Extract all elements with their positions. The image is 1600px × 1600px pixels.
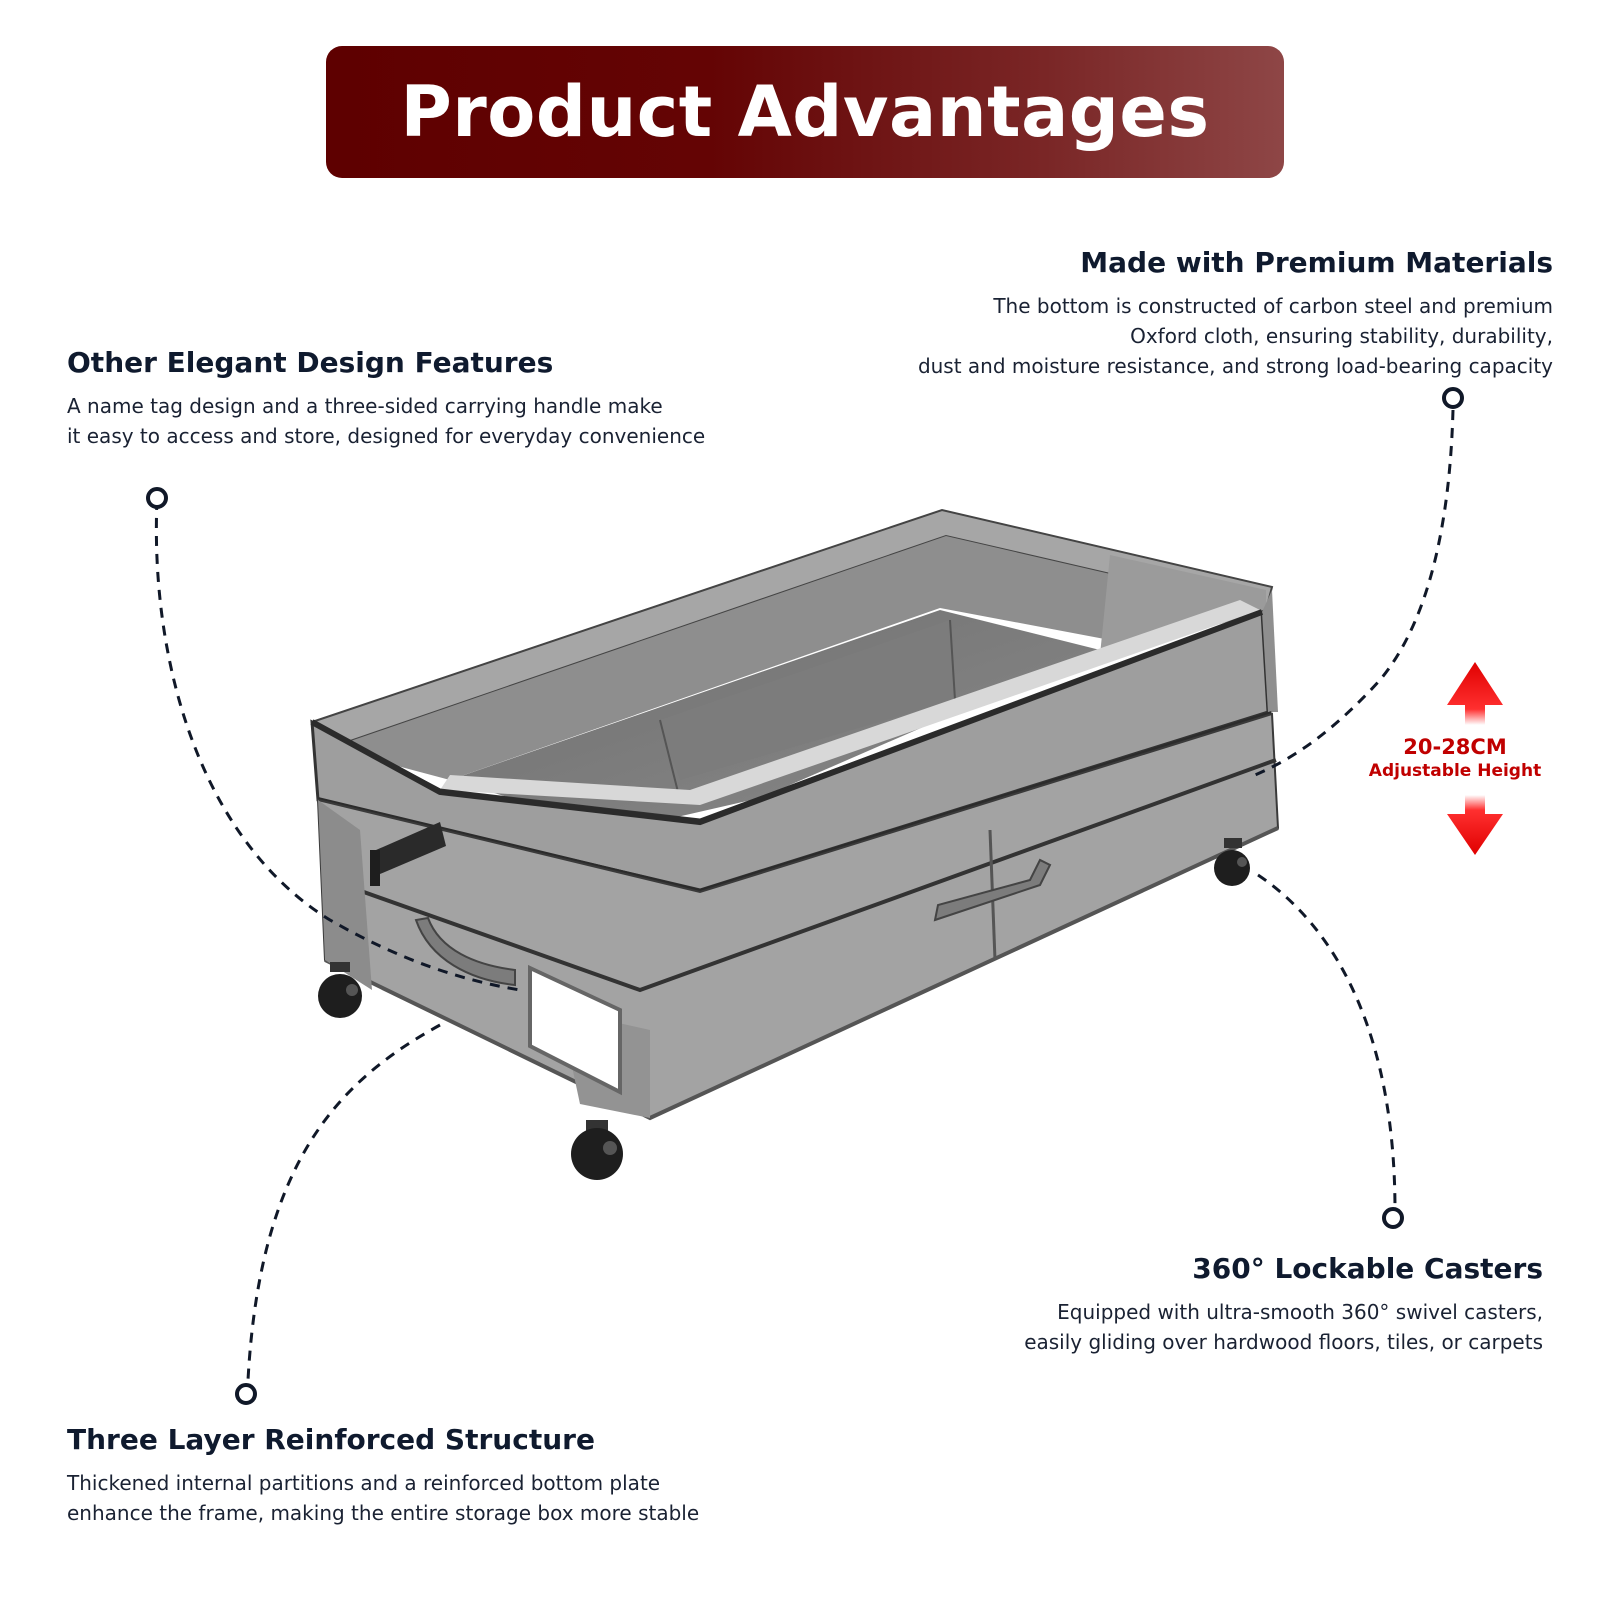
dot-layer	[235, 1383, 257, 1405]
feature-line: The bottom is constructed of carbon stee…	[993, 294, 1553, 318]
arrow-up-icon	[1447, 662, 1503, 725]
feature-line: dust and moisture resistance, and strong…	[917, 354, 1553, 378]
dot-elegant	[146, 487, 168, 509]
leader-elegant	[154, 499, 521, 992]
arrow-down-icon	[1447, 795, 1503, 855]
feature-line: Oxford cloth, ensuring stability, durabi…	[1130, 324, 1553, 348]
feature-premium-materials: Made with Premium Materials The bottom i…	[918, 246, 1553, 381]
caster-back-right	[1214, 838, 1250, 886]
callout-leaders	[154, 409, 1455, 1381]
height-range: 20-28CM	[1403, 735, 1507, 759]
feature-line: Equipped with ultra-smooth 360° swivel c…	[1057, 1300, 1543, 1324]
callout-dots	[146, 387, 1464, 1405]
leader-casters	[1257, 873, 1397, 1211]
feature-title: Three Layer Reinforced Structure	[67, 1423, 595, 1456]
height-arrows	[1447, 662, 1503, 855]
feature-title: Made with Premium Materials	[1080, 246, 1553, 279]
feature-description: Equipped with ultra-smooth 360° swivel c…	[1024, 1297, 1543, 1357]
feature-line: enhance the frame, making the entire sto…	[67, 1501, 700, 1525]
adjustable-height-label: 20-28CM Adjustable Height	[1355, 735, 1555, 781]
feature-elegant-design: Other Elegant Design Features A name tag…	[67, 346, 705, 451]
dot-premium	[1442, 387, 1464, 409]
dot-casters	[1382, 1207, 1404, 1229]
feature-description: A name tag design and a three-sided carr…	[67, 391, 705, 451]
leader-layer	[246, 1023, 441, 1381]
storage-box	[310, 508, 1280, 1121]
title-banner: Product Advantages	[326, 46, 1284, 178]
feature-lockable-casters: 360° Lockable Casters Equipped with ultr…	[1024, 1252, 1543, 1357]
leader-premium	[1254, 409, 1455, 777]
page-title: Product Advantages	[400, 71, 1210, 153]
feature-line: it easy to access and store, designed fo…	[67, 424, 706, 448]
feature-description: The bottom is constructed of carbon stee…	[918, 291, 1553, 381]
caster-wheels	[318, 838, 1250, 1180]
feature-reinforced-structure: Three Layer Reinforced Structure Thicken…	[67, 1423, 699, 1528]
caster-front-middle	[571, 1120, 623, 1180]
feature-title: 360° Lockable Casters	[1192, 1252, 1543, 1285]
feature-line: Thickened internal partitions and a rein…	[67, 1471, 661, 1495]
feature-title: Other Elegant Design Features	[67, 346, 554, 379]
feature-line: A name tag design and a three-sided carr…	[67, 394, 663, 418]
feature-description: Thickened internal partitions and a rein…	[67, 1468, 699, 1528]
caster-front-left	[318, 962, 362, 1018]
feature-line: easily gliding over hardwood floors, til…	[1024, 1330, 1543, 1354]
height-description: Adjustable Height	[1368, 761, 1542, 781]
